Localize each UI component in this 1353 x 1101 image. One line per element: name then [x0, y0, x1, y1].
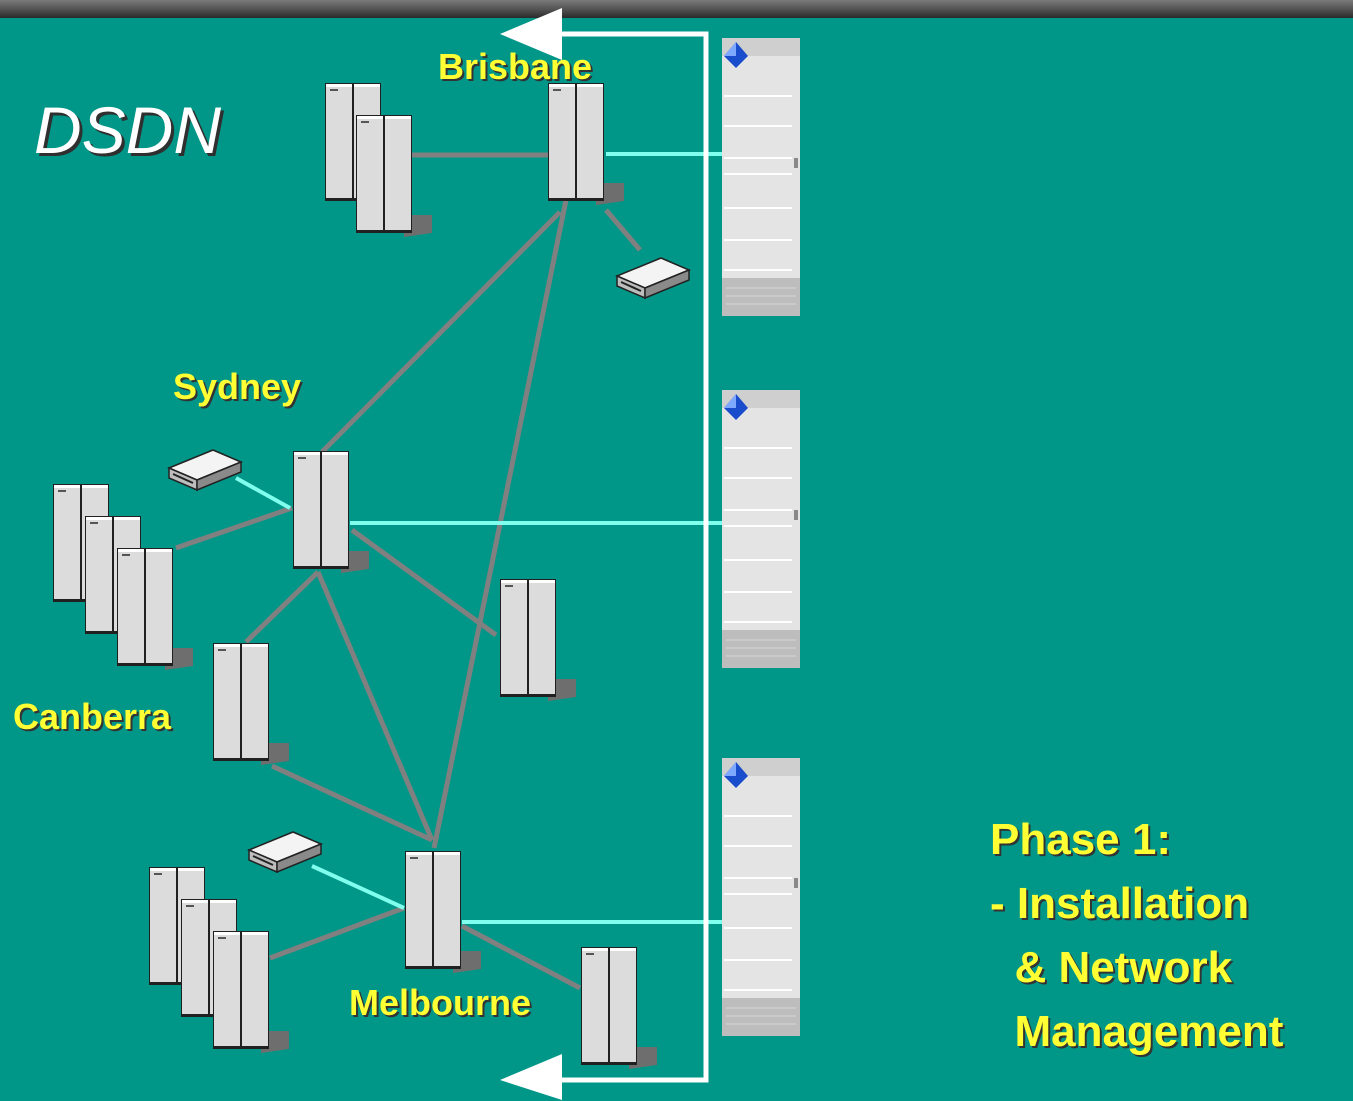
diagram-title: DSDN [34, 93, 222, 167]
phase-item: & Network [990, 943, 1233, 992]
phase-item: - Installation [990, 879, 1250, 928]
management-loop [500, 8, 709, 1100]
sydney-server-icon [500, 579, 576, 701]
brisbane-server-icon [356, 115, 432, 237]
top-title-bar [0, 0, 1353, 18]
phase-item: Management [990, 1007, 1284, 1056]
sydney-modem-icon [168, 449, 242, 491]
phase-description: Phase 1: - Installation & Network Manage… [990, 808, 1283, 1064]
city-label-brisbane: Brisbane [438, 46, 593, 87]
phase-heading: Phase 1: [990, 815, 1171, 864]
sydney-server-icon [117, 548, 193, 670]
brisbane-modem-icon [616, 257, 690, 299]
city-label-melbourne: Melbourne [349, 982, 532, 1023]
city-label-sydney: Sydney [173, 366, 302, 407]
melbourne-server-icon [581, 947, 657, 1069]
brisbane-hub-server-icon [548, 83, 624, 205]
city-label-canberra: Canberra [13, 696, 172, 737]
melbourne-hub-server-icon [405, 851, 481, 973]
management-links [235, 152, 722, 924]
canberra-server-icon [213, 643, 289, 765]
rack-cabinet-icon [721, 757, 801, 1037]
rack-cabinet-icon [721, 389, 801, 669]
sydney-hub-server-icon [293, 451, 369, 573]
melbourne-modem-icon [248, 831, 322, 873]
rack-cabinet-icon [721, 37, 801, 317]
melbourne-server-icon [213, 931, 289, 1053]
